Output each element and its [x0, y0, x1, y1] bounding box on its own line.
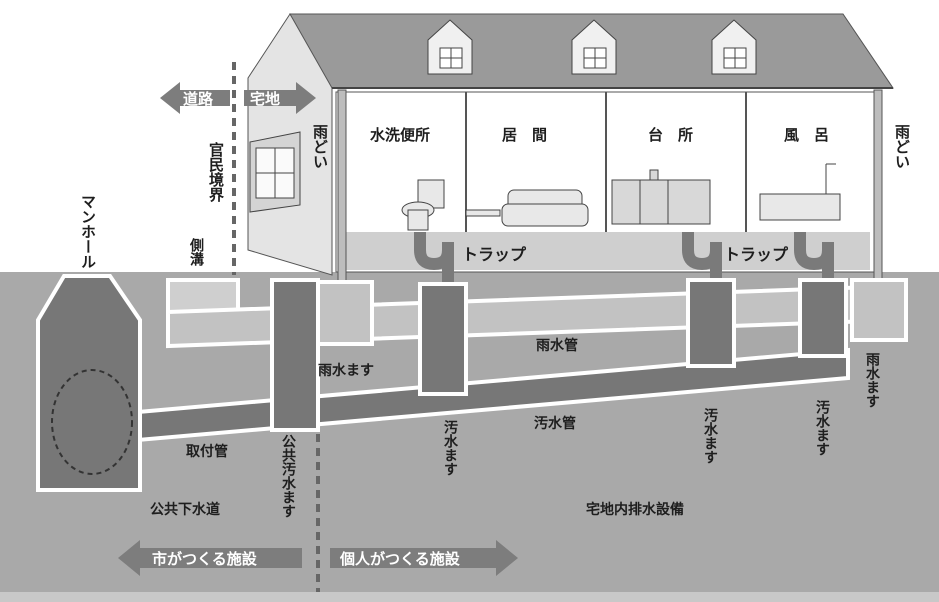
rainwater-basin-right [850, 278, 908, 342]
downspout-left [337, 89, 347, 291]
trap-label-2: トラップ [724, 245, 789, 264]
sewage-basin-label-3: 汚水ます [814, 399, 830, 456]
rainwater-basin-label-right: 雨水ます [864, 352, 880, 408]
dormer-windows [427, 19, 757, 75]
city-facility-label: 市がつくる施設 [152, 550, 258, 568]
sofa-fixture [465, 189, 589, 227]
road-label: 道路 [183, 90, 214, 108]
downspout-right [873, 89, 883, 291]
sewage-basin-3 [798, 278, 848, 358]
bathtub-fixture [759, 163, 841, 221]
public-sewer-label: 公共下水道 [150, 501, 220, 518]
sewage-basin-label-1: 汚水ます [442, 419, 458, 476]
private-facility-label: 個人がつくる施設 [339, 550, 461, 568]
sewage-pipe-label: 汚水管 [534, 415, 576, 432]
kitchen-fixture [611, 169, 711, 225]
rainwater-basin-left [316, 280, 374, 346]
sewage-basin-2 [686, 278, 736, 368]
private-drainage-label: 宅地内排水設備 [586, 501, 684, 518]
residential-label: 宅地 [250, 90, 280, 108]
ground-bottom-band [0, 592, 939, 602]
rain-gutter-label-left: 雨どい [311, 124, 329, 169]
trap-pipes [414, 232, 834, 282]
connection-pipe-label: 取付管 [186, 443, 228, 460]
kitchen-label: 台 所 [648, 126, 693, 144]
side-window [249, 131, 301, 213]
side-ditch [166, 278, 240, 314]
side-ditch-label: 側溝 [188, 237, 205, 267]
public-sewage-basin [270, 278, 320, 432]
manhole [36, 274, 142, 492]
trap-label-1: トラップ [462, 245, 527, 264]
manhole-label: マンホール [79, 194, 97, 269]
rainwater-pipe-label: 雨水管 [536, 337, 578, 354]
rainwater-basin-label-left: 雨水ます [318, 362, 374, 379]
living-room-label: 居 間 [502, 126, 547, 144]
bath-label: 風 呂 [784, 126, 829, 144]
rain-gutter-label-right: 雨どい [893, 124, 911, 169]
public-sewage-basin-label: 公共汚水ます [280, 434, 296, 518]
boundary-label: 官民境界 [207, 141, 225, 203]
toilet-label: 水洗便所 [370, 126, 430, 144]
facility-arrows [118, 540, 518, 576]
sewage-basin-1 [418, 282, 468, 396]
sewage-basin-label-2: 汚水ます [702, 407, 718, 464]
road-residential-arrows [160, 82, 316, 114]
toilet-fixture [401, 179, 445, 231]
